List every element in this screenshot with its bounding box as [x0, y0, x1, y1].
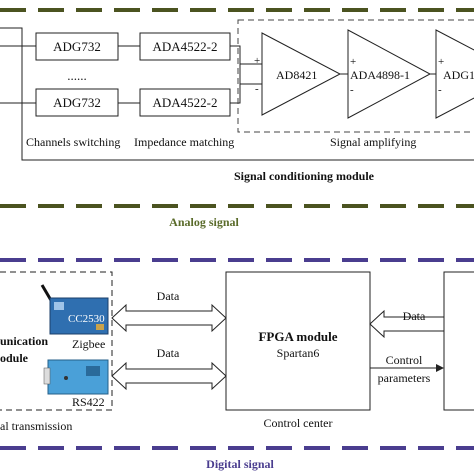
zigbee-board-image: [40, 284, 109, 335]
conditioning-module-outline: [0, 27, 474, 161]
transmission-label: al transmission: [0, 419, 72, 433]
label-channels-switching: Channels switching: [26, 135, 120, 149]
ada4898-minus: -: [350, 84, 354, 96]
ad8421-minus: -: [255, 83, 259, 95]
adg1-minus: -: [438, 84, 442, 96]
control-center-label: Control center: [264, 416, 333, 430]
adg1-plus: +: [438, 56, 444, 68]
data-arrow-rs422: [111, 361, 227, 391]
data-label-rs422: Data: [157, 346, 180, 360]
ada4522-bottom-label: ADA4522-2: [153, 95, 218, 110]
right-module-box: [443, 271, 474, 411]
cc2530-label: CC2530: [68, 313, 105, 325]
ada4898-amplifier: [347, 29, 432, 119]
ad8421-label: AD8421: [276, 68, 317, 82]
data-arrow-zigbee: [111, 303, 227, 333]
adg732-bottom-label: ADG732: [53, 95, 101, 110]
fpga-module-box: [225, 271, 371, 411]
amplifying-dashed-region: [237, 19, 474, 133]
channel-ellipsis: ......: [67, 68, 87, 83]
signal-conditioning-title: Signal conditioning module: [234, 169, 375, 183]
analog-signal-label: Analog signal: [169, 215, 239, 229]
data-label-right: Data: [403, 309, 426, 323]
rs422-label: RS422: [72, 395, 105, 409]
ada4522-bottom-box: [139, 88, 231, 117]
data-label-zigbee: Data: [157, 289, 180, 303]
data-arrow-right: [369, 309, 445, 339]
fpga-subtitle: Spartan6: [277, 346, 320, 360]
comm-module-title-1: unication: [0, 334, 48, 348]
label-impedance-matching: Impedance matching: [134, 135, 234, 149]
control-parameters-label-2: parameters: [378, 371, 431, 385]
ad8421-plus: +: [254, 55, 260, 67]
adg732-top-box: [35, 32, 119, 61]
ad8421-amplifier: [261, 32, 342, 116]
fpga-title: FPGA module: [258, 329, 337, 344]
adg732-top-label: ADG732: [53, 39, 101, 54]
control-parameters-label-1: Control: [386, 353, 423, 367]
control-parameters-arrowhead: [436, 364, 444, 372]
zigbee-label: Zigbee: [72, 337, 105, 351]
adg732-bottom-box: [35, 88, 119, 117]
adg1-label: ADG1: [443, 68, 474, 82]
ada4898-plus: +: [350, 56, 356, 68]
label-signal-amplifying: Signal amplifying: [330, 135, 416, 149]
ada4898-label: ADA4898-1: [350, 68, 410, 82]
comm-module-title-2: odule: [0, 351, 29, 365]
bus-to-amplifier: [230, 45, 262, 104]
rs422-board-image: [43, 359, 109, 395]
ada4522-top-label: ADA4522-2: [153, 39, 218, 54]
adg1-amplifier: [435, 29, 474, 119]
digital-signal-label: Digital signal: [206, 457, 274, 471]
comm-module-outline: [0, 271, 113, 411]
